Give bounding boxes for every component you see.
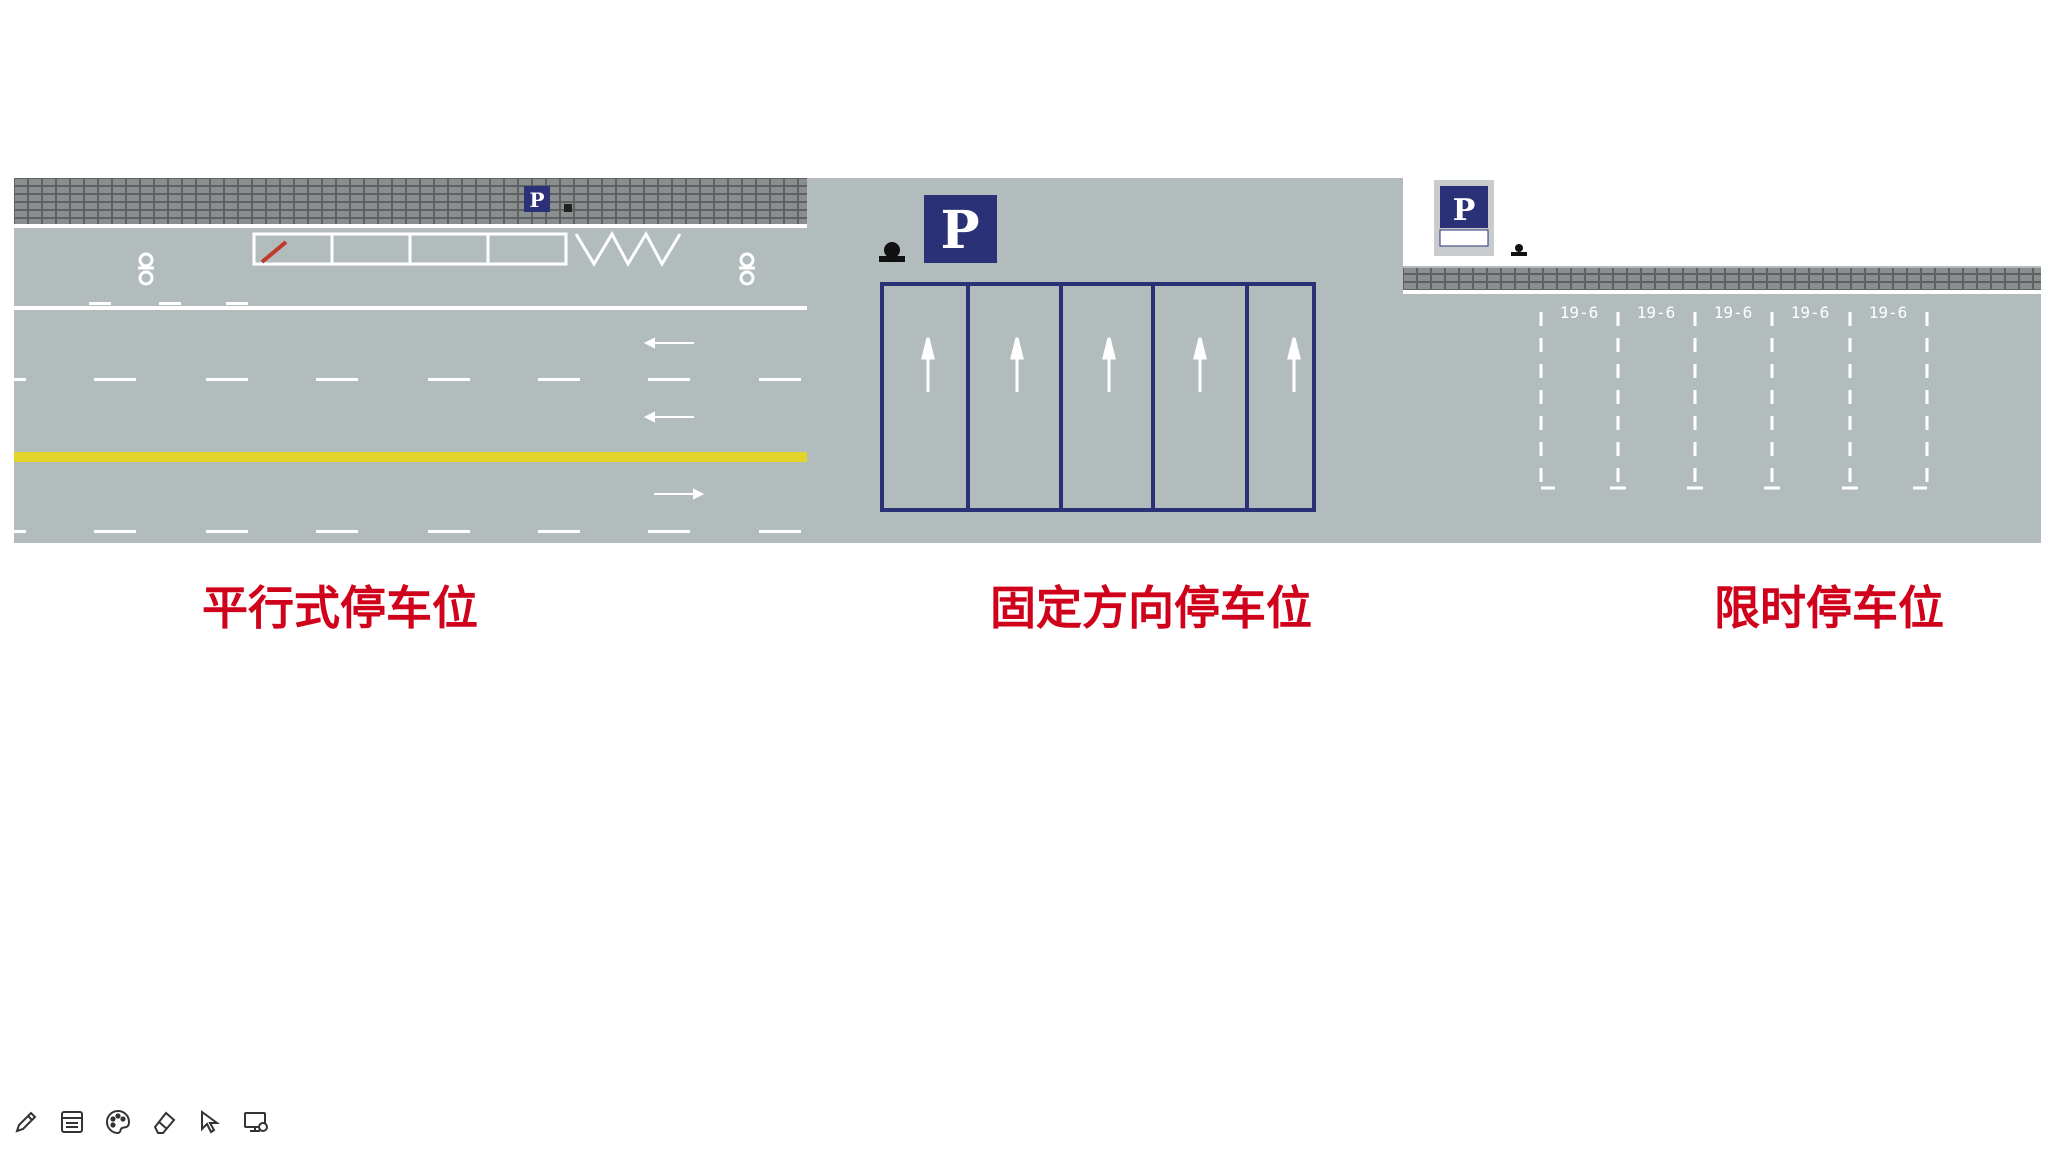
- pointer-tool-button[interactable]: [192, 1104, 228, 1140]
- parking-sign-letter: P: [1453, 193, 1476, 228]
- fixed-bays: [880, 282, 1316, 512]
- time-mark: 19-6: [1637, 303, 1676, 322]
- time-limit-marks: 19-6 19-6 19-6 19-6 19-6: [1560, 303, 1908, 322]
- palette-tool-button[interactable]: [100, 1104, 136, 1140]
- pen-icon: [15, 1111, 37, 1133]
- sidewalk: [1403, 268, 2041, 290]
- bicycle-icon: [138, 252, 755, 286]
- screen-icon: [244, 1112, 268, 1132]
- palette-icon: [106, 1109, 131, 1135]
- pointer-icon: [201, 1110, 221, 1134]
- lane-dashes: [14, 378, 801, 533]
- eraser-icon: [153, 1111, 176, 1134]
- time-mark: 19-6: [1869, 303, 1908, 322]
- time-mark: 19-6: [1714, 303, 1753, 322]
- pedestrian-base-icon: [1511, 244, 1527, 256]
- layout-tool-button[interactable]: [54, 1104, 90, 1140]
- presentation-toolbar: [8, 1104, 274, 1140]
- fixed-direction-parking-illustration: P: [807, 178, 1403, 543]
- sidewalk: [14, 178, 807, 224]
- time-mark: 19-6: [1560, 303, 1599, 322]
- parallel-bays: [252, 230, 682, 268]
- pen-tool-button[interactable]: [8, 1104, 44, 1140]
- direction-arrows: [921, 337, 1301, 392]
- parking-sign-icon: P: [524, 186, 572, 212]
- eraser-tool-button[interactable]: [146, 1104, 182, 1140]
- parking-sign-icon: P: [1434, 180, 1494, 256]
- parking-sign-icon: P: [924, 195, 997, 263]
- parallel-parking-illustration: P: [14, 178, 807, 543]
- lane-arrows: [643, 337, 705, 500]
- caption-time-limited-parking: 限时停车位: [1714, 581, 1944, 635]
- timed-bay-lines: [1539, 312, 1929, 486]
- screen-tool-button[interactable]: [238, 1104, 274, 1140]
- layout-icon: [61, 1111, 83, 1133]
- pedestrian-base-icon: [879, 242, 905, 262]
- time-mark: 19-6: [1791, 303, 1830, 322]
- caption-parallel-parking: 平行式停车位: [202, 581, 478, 635]
- yellow-center-line: [14, 452, 807, 462]
- caption-fixed-direction-parking: 固定方向停车位: [990, 581, 1312, 635]
- parking-sign-letter: P: [940, 200, 979, 261]
- time-limited-parking-illustration: P: [1403, 178, 2041, 543]
- parking-sign-letter: P: [529, 188, 544, 212]
